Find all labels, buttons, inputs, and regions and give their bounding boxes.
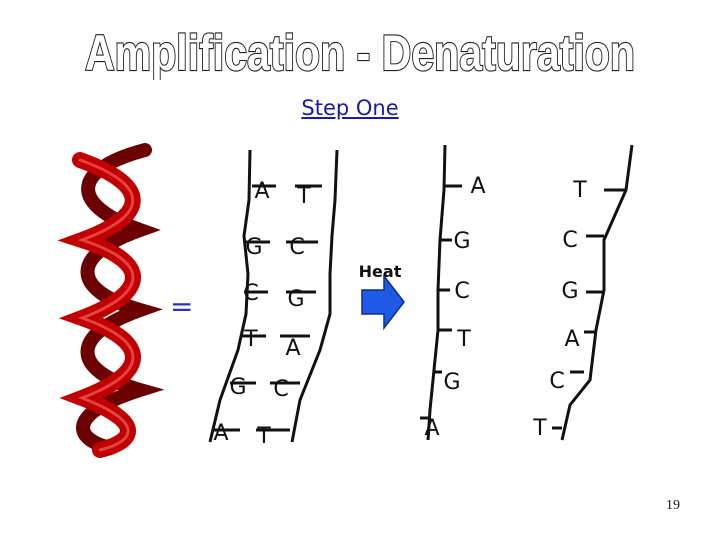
left-strand-base: A (444, 174, 486, 199)
base-letter: A (424, 416, 439, 441)
base-letter: T (572, 178, 587, 203)
base-letter: T (456, 327, 471, 352)
base-letter: C (454, 279, 469, 304)
base-letter: G (561, 279, 578, 304)
base-letter: A (564, 327, 579, 352)
base-letter-right: T (296, 184, 311, 209)
equals-sign: = (170, 290, 194, 323)
right-strand-base: G (561, 279, 604, 304)
base-letter: C (562, 228, 577, 253)
right-strand-base: C (549, 369, 584, 394)
base-letter-left: A (254, 179, 269, 204)
left-strand-base: A (420, 416, 440, 441)
base-letter-right: G (287, 287, 304, 312)
page-number: 19 (666, 498, 680, 513)
right-strand-base: T (572, 178, 626, 203)
left-strand-base: G (440, 229, 471, 254)
right-strand-base: C (562, 228, 604, 253)
right-strand-base: A (564, 327, 596, 352)
base-letter-left: G (245, 235, 262, 260)
base-letter-right: C (289, 235, 304, 260)
right-strand-base: T (532, 416, 562, 441)
base-letter: T (532, 416, 547, 441)
left-strand-backbone (426, 144, 447, 441)
base-letter: A (470, 174, 485, 199)
page-title: Amplification - Denaturation (85, 25, 635, 80)
right-arrow-icon (361, 273, 405, 331)
dna-double-helix-icon (57, 143, 165, 458)
double-strand-right-backbone (290, 149, 339, 443)
base-letter-left: G (229, 375, 246, 400)
left-strand-base: G (434, 370, 461, 395)
right-strand-backbone (560, 144, 634, 441)
base-letter: C (549, 369, 564, 394)
base-letter: G (443, 370, 460, 395)
base-letter: G (453, 229, 470, 254)
step-one-link[interactable]: Step One (301, 96, 399, 120)
heat-label: Heat (358, 262, 402, 281)
left-strand-base: C (438, 279, 470, 304)
title-banner: Amplification - Denaturation (84, 24, 636, 80)
double-strand-left-backbone (208, 149, 252, 443)
base-letter-right: T (256, 424, 271, 449)
base-letter-left: A (213, 421, 228, 446)
base-letter-right: A (285, 336, 300, 361)
base-letter-left: T (243, 327, 258, 352)
base-letter-right: C (273, 377, 288, 402)
left-strand-base: T (438, 327, 471, 352)
base-letter-left: C (243, 281, 258, 306)
